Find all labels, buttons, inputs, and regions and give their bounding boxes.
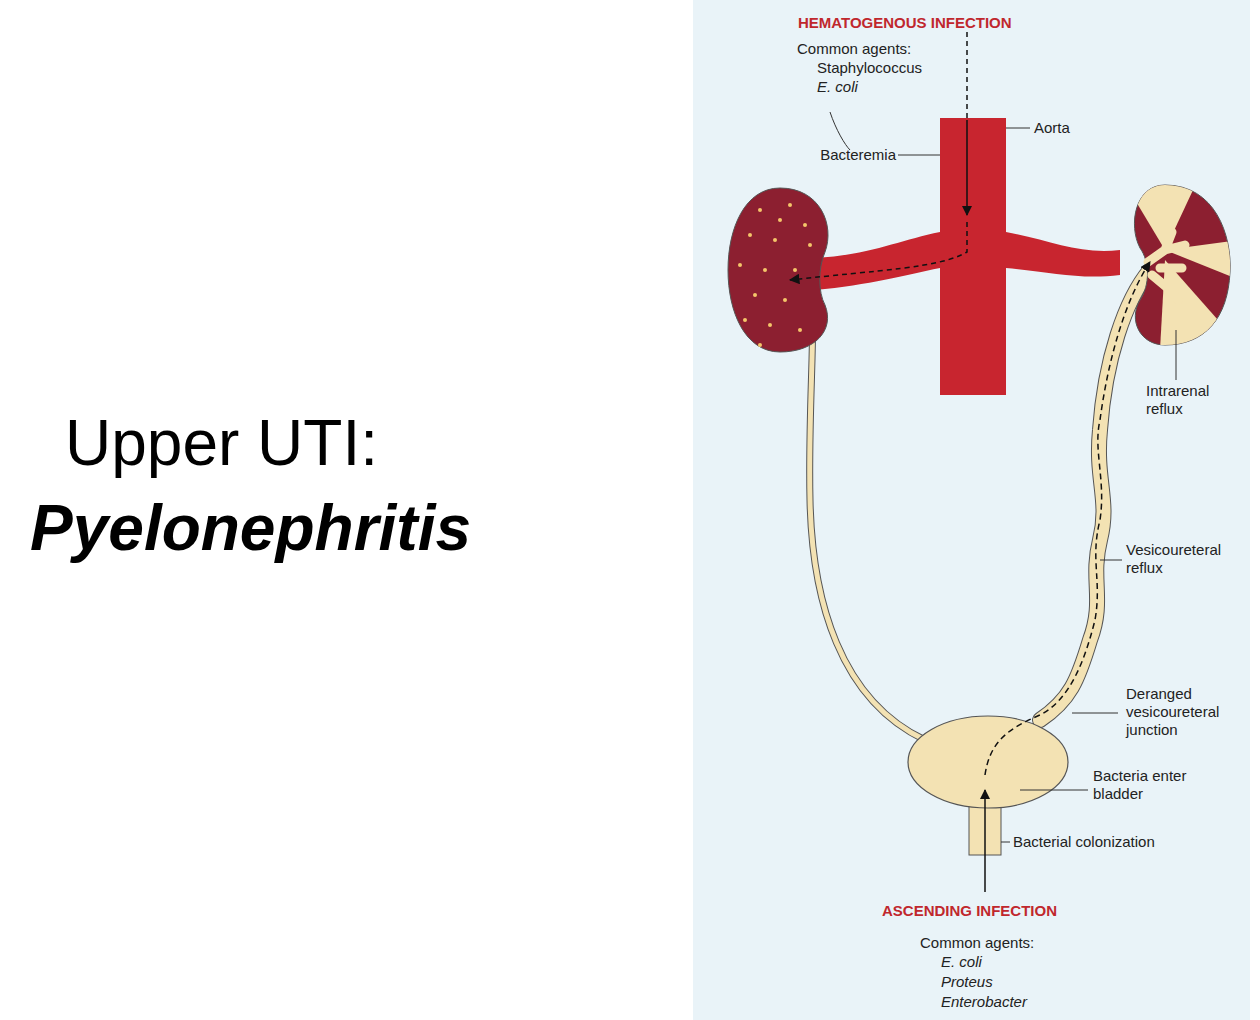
agent-name: Staphylococcus xyxy=(817,59,922,77)
part-name: Deranged vesicoureteral junction xyxy=(1126,685,1251,739)
route-arrow xyxy=(966,120,968,215)
part-name: Bacteremia xyxy=(816,146,896,164)
renal-artery xyxy=(815,232,940,290)
route-heading: HEMATOGENOUS INFECTION xyxy=(798,14,1012,32)
part-name: Bacterial colonization xyxy=(1013,833,1155,851)
agent-name: E. coli xyxy=(941,953,982,971)
scar-wedges xyxy=(1120,175,1240,350)
aorta xyxy=(940,118,1006,395)
ureter xyxy=(810,300,925,740)
agent-name: Proteus xyxy=(941,973,993,991)
ureter xyxy=(1040,270,1150,720)
kidney xyxy=(728,188,828,352)
agent-name: Enterobacter xyxy=(941,993,1027,1011)
abscess-dots xyxy=(738,203,812,347)
route-arrow xyxy=(984,790,986,892)
ureter xyxy=(1040,270,1150,720)
ureter xyxy=(810,300,925,740)
renal-artery xyxy=(1006,232,1120,277)
part-name: Vesicoureteral reflux xyxy=(1126,541,1246,577)
leader-line xyxy=(830,112,1176,842)
route-heading: ASCENDING INFECTION xyxy=(882,902,1057,920)
panel-ground xyxy=(693,0,1250,1020)
renal-pelvis xyxy=(1148,232,1185,300)
slide-title: Pyelonephritis xyxy=(30,493,471,563)
part-name: Intrarenal reflux xyxy=(1146,382,1236,418)
route-arrow xyxy=(985,262,1150,775)
route-arrow xyxy=(790,222,967,280)
agent-heading: Common agents: xyxy=(920,934,1034,952)
part-name: Bacteria enter bladder xyxy=(1093,767,1213,803)
agent-heading: Common agents: xyxy=(797,40,911,58)
slide-title: Upper UTI: xyxy=(65,408,378,478)
agent-name: E. coli xyxy=(817,78,858,96)
route-arrow xyxy=(966,32,968,120)
part-name: Aorta xyxy=(1034,119,1070,137)
